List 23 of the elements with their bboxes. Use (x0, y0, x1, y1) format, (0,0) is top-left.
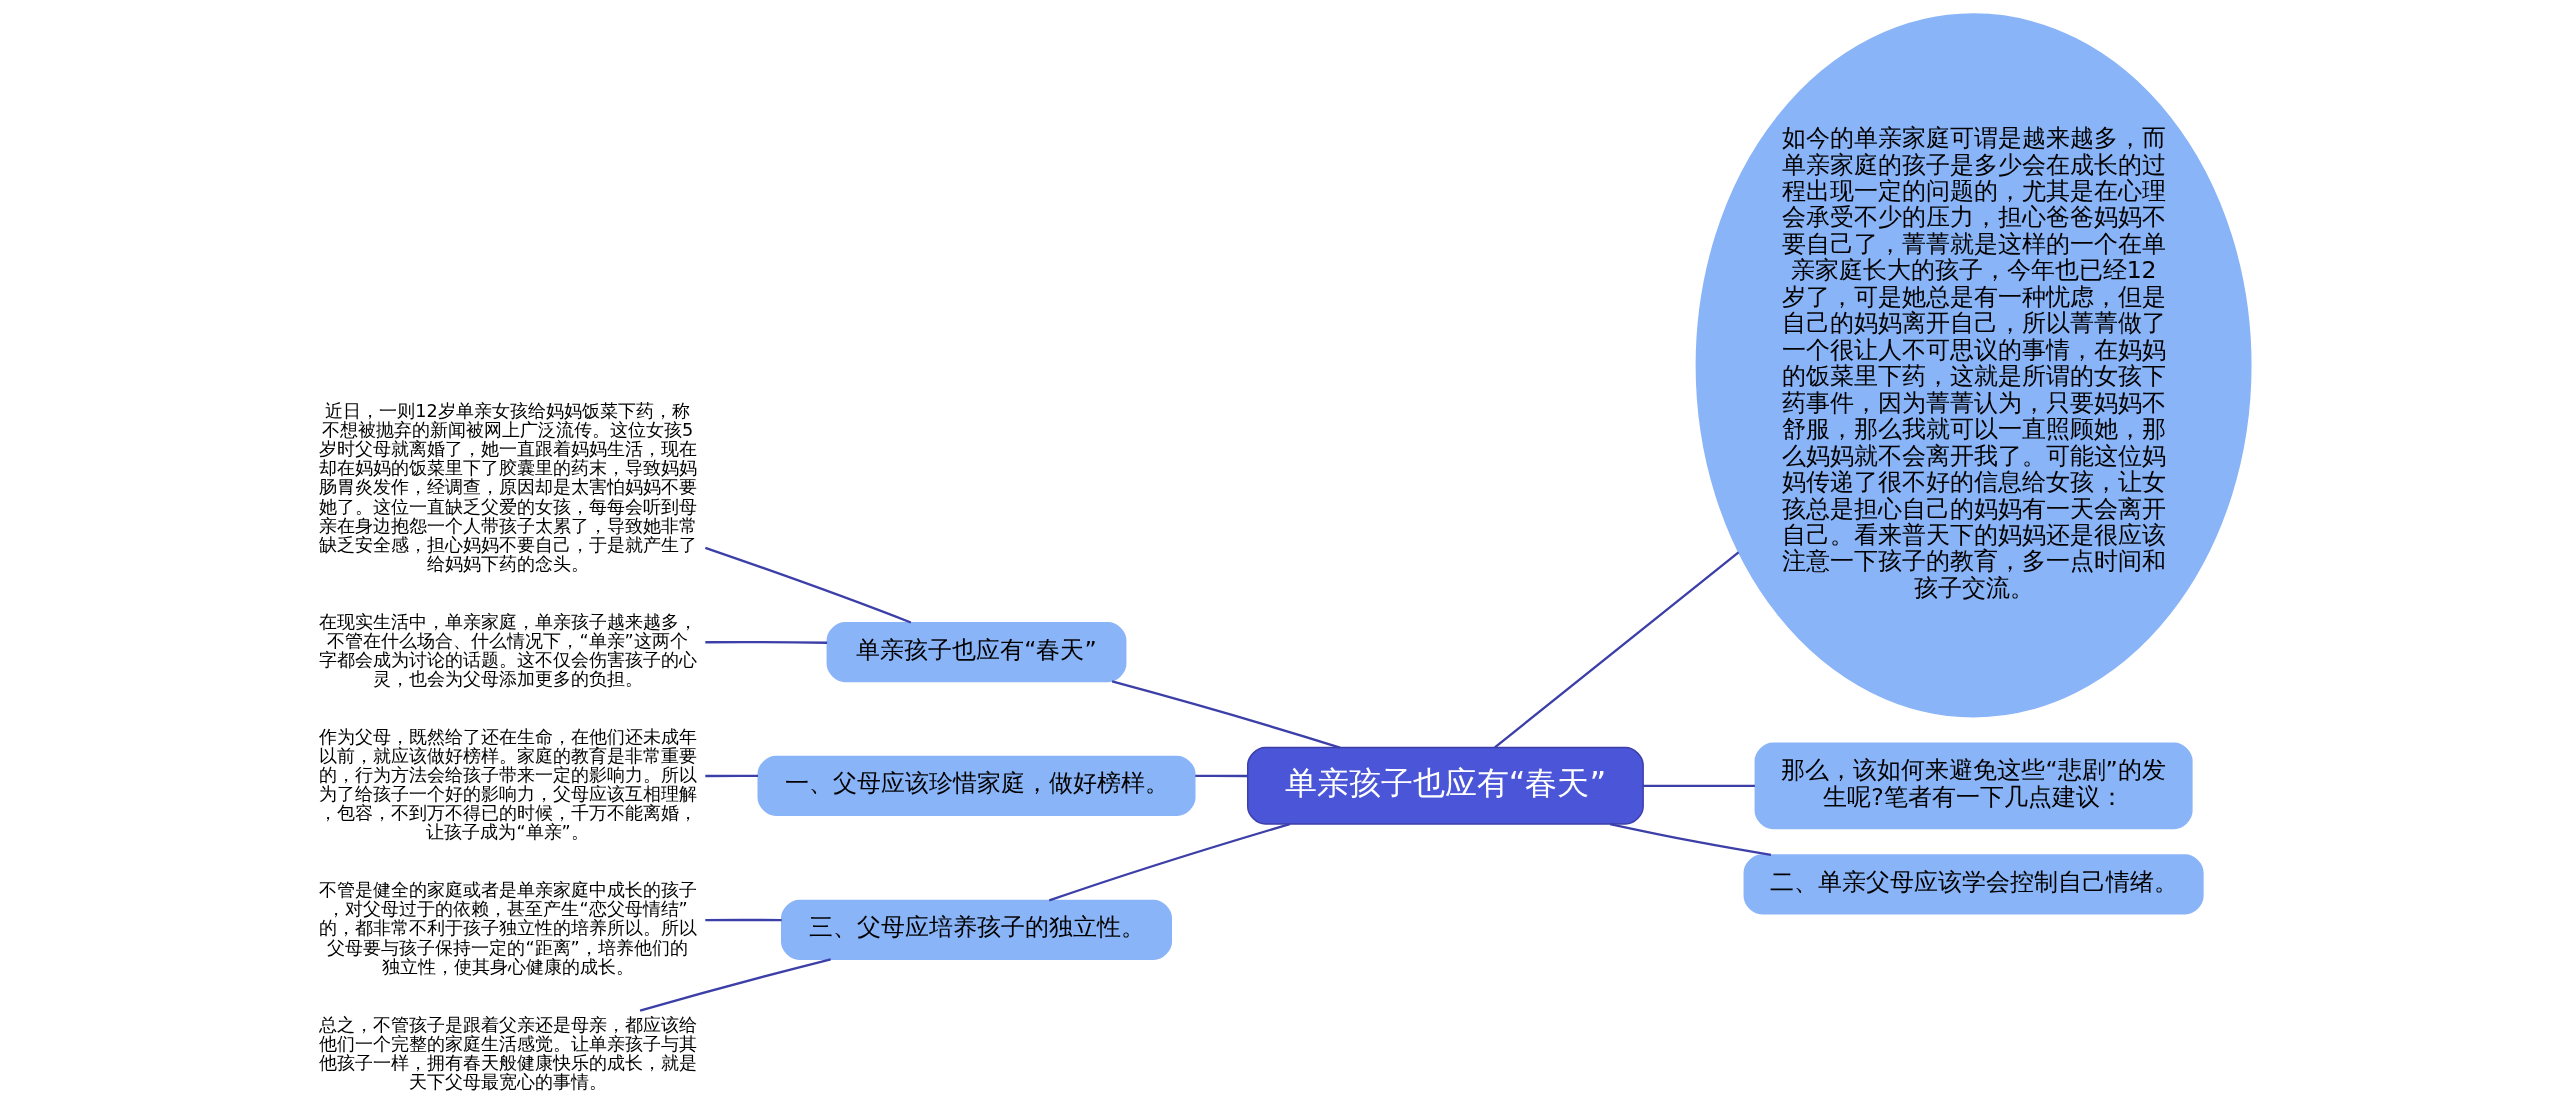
node-box: 二、单亲父母应该学会控制自己情绪。 (1743, 854, 2204, 915)
node-ellipse: 如今的单亲家庭可谓是越来越多，而单亲家庭的孩子是多少会在成长的过程出现一定的问题的，尤其是在心理会承受不少的压力，担心爸爸妈妈不要自己了，菁菁就是这样的一个在单亲家庭长大的孩子，今年也已经12岁了，可是她总是有一种忧虑，但是自己的妈妈离开自己，所以菁菁做了一个很让人不可思议的事情，在妈妈的饭菜里下药，这就是所谓的女孩下药事件，因为菁菁认为，只要妈妈不舒服，那么我就可以一直照顾她，那么妈妈就不会离开我了。可能这位妈妈传递了很不好的信息给女孩，让女孩总是担心自己的妈妈有一天会离开自己。看来普天下的妈妈还是很应该注意一下孩子的教育，多一点时间和孩子交流。 (1695, 13, 2252, 718)
node-box: 三、父母应培养孩子的独立性。 (780, 899, 1172, 960)
node-text: 在现实生活中，单亲家庭，单亲孩子越来越多，不管在什么场合、什么情况下，“单亲”这两个字都会成为讨论的话题。这不仅会伤害孩子的心灵，也会为父母添加更多的负担。 (318, 611, 697, 690)
node-text: 近日，一则12岁单亲女孩给妈妈饭菜下药，称不想被抛弃的新闻被网上广泛流传。这位女孩5岁时父母就离婚了，她一直跟着妈妈生活，现在却在妈妈的饭菜里下了胶囊里的药末，导致妈妈肠胃炎发作，经调查，原因却是太害怕妈妈不要她了。这位一直缺乏父爱的女孩，每每会听到母亲在身边抱怨一个人带孩子太累了，导致她非常缺乏安全感，担心妈妈不要自己，于是就产生了给妈妈下药的念头。 (318, 401, 697, 574)
connector (639, 958, 831, 1012)
connector (704, 918, 782, 922)
node-box: 单亲孩子也应有“春天” (1246, 746, 1644, 825)
node-box: 单亲孩子也应有“春天” (826, 621, 1126, 683)
node-text: 总之，不管孩子是跟着父亲还是母亲，都应该给他们一个完整的家庭生活感觉。让单亲孩子与其他孩子一样，拥有春天般健康快乐的成长，就是天下父母最宽心的事情。 (318, 1014, 697, 1093)
node-box: 一、父母应该珍惜家庭，做好榜样。 (757, 755, 1196, 816)
node-text: 不管是健全的家庭或者是单亲家庭中成长的孩子，对父母过于的依赖，甚至产生“恋父母情结”的，都非常不利于孩子独立性的培养所以。所以父母要与孩子保持一定的“距离”，培养他们的独立性，使其身心健康的成长。 (318, 880, 697, 977)
connector (1493, 551, 1739, 749)
connector (1194, 774, 1247, 778)
node-box: 那么，该如何来避免这些“悲剧”的发生呢?笔者有一下几点建议： (1754, 742, 2193, 830)
connector (704, 640, 827, 644)
connector (704, 774, 758, 778)
connector (704, 546, 911, 624)
connector (1609, 822, 1771, 856)
node-text: 作为父母，既然给了还在生命，在他们还未成年以前，就应该做好榜样。家庭的教育是非常重要的，行为方法会给孩子带来一定的影响力。所以为了给孩子一个好的影响力，父母应该互相理解，包容，不到万不得已的时候，千万不能离婚，让孩子成为“单亲”。 (318, 726, 697, 843)
connector (1642, 784, 1755, 787)
connector (1048, 822, 1290, 902)
connector (1111, 680, 1340, 749)
